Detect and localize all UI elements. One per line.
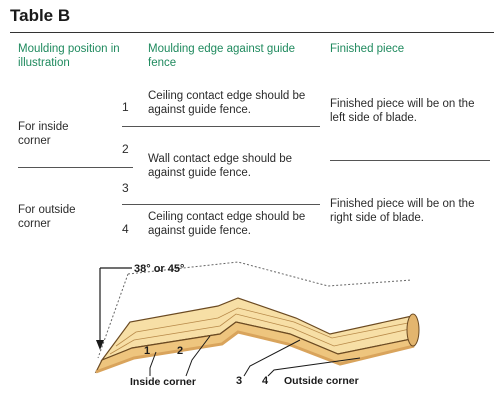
- callout-1: 1: [144, 345, 150, 357]
- finished-divider: [330, 160, 490, 161]
- position-divider: [18, 167, 133, 168]
- inside-corner-caption: Inside corner: [130, 376, 196, 388]
- edge-text-1: Ceiling contact edge should be against g…: [148, 90, 306, 116]
- edge-text-23: Wall contact edge should be against guid…: [148, 153, 293, 179]
- row-number-1: 1: [122, 100, 129, 114]
- inside-corner-label: For inside corner: [18, 121, 69, 147]
- callout-leaders: [149, 335, 361, 377]
- edge-text-4: Ceiling contact edge should be against g…: [148, 211, 306, 237]
- edge-divider-2: [122, 204, 320, 205]
- finished-text-left: Finished piece will be on the left side …: [330, 98, 475, 124]
- header-finished: Finished piece: [330, 43, 405, 55]
- moulding-illustration: 38° or 45° 1 2 3 4 Inside corner Outside…: [94, 261, 420, 388]
- row-number-3: 3: [122, 181, 129, 195]
- moulding-edge-shadow: [95, 330, 415, 374]
- row-number-2: 2: [122, 142, 129, 156]
- table-title: Table B: [10, 6, 71, 25]
- row-number-4: 4: [122, 222, 129, 236]
- edge-divider-1: [122, 126, 320, 127]
- moulding-end-cap: [406, 313, 420, 347]
- moulding-profile-lines: [109, 307, 415, 355]
- outside-corner-caption: Outside corner: [284, 375, 359, 387]
- callout-3: 3: [236, 375, 242, 387]
- angle-arrowhead: [96, 340, 104, 350]
- callout-2: 2: [177, 345, 183, 357]
- header-position: Moulding position in illustration: [18, 43, 120, 69]
- callout-4: 4: [262, 375, 269, 387]
- finished-text-right: Finished piece will be on the right side…: [330, 198, 475, 224]
- title-divider: [10, 32, 494, 33]
- angle-label: 38° or 45°: [134, 263, 184, 275]
- header-edge: Moulding edge against guide fence: [148, 43, 296, 69]
- outside-corner-label: For outside corner: [18, 204, 76, 230]
- fence-dashed-outline: [97, 261, 413, 359]
